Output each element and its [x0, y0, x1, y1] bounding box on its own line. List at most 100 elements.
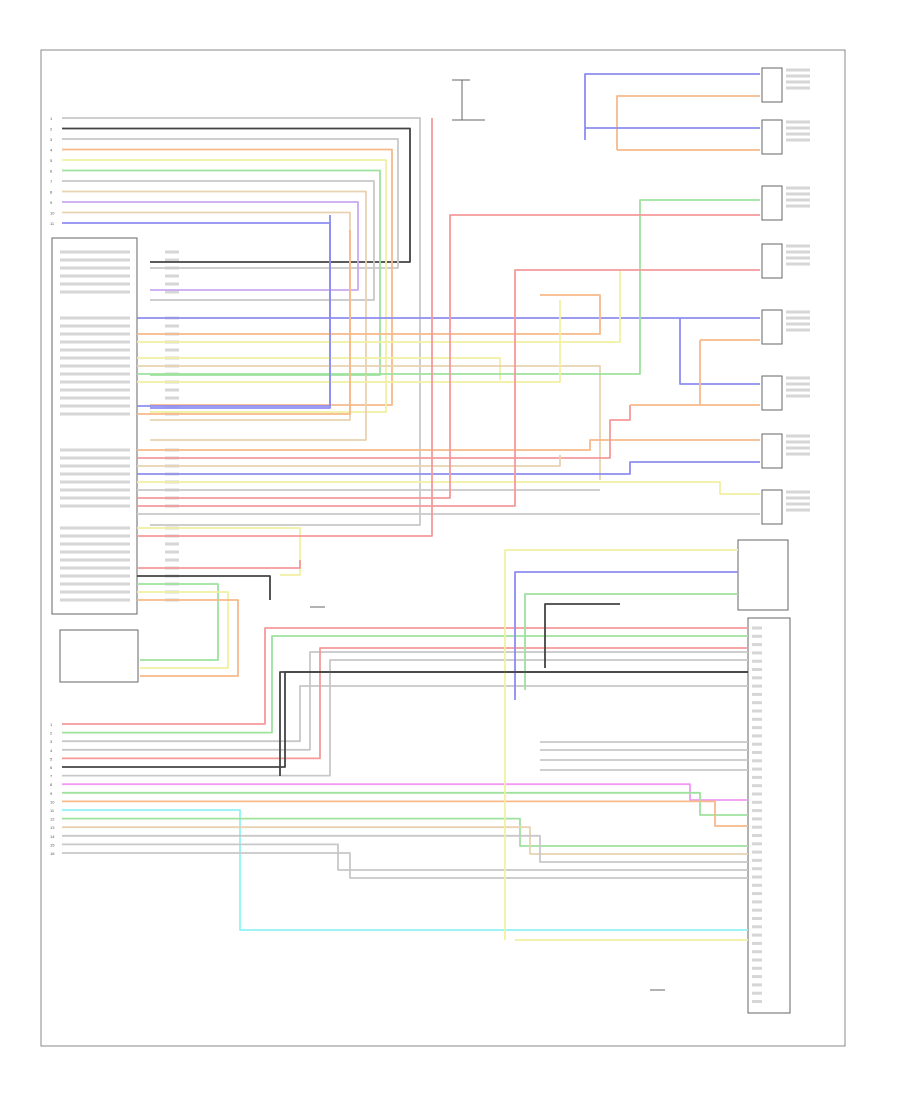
harness-wire-13 — [62, 826, 748, 855]
harness-pin-8: 8 — [50, 782, 53, 787]
speaker-label-stripe-6-4 — [786, 394, 810, 398]
speaker-label-stripe-3-3 — [786, 198, 810, 202]
hu-pin-label-3 — [60, 266, 130, 270]
header-wire-8 — [62, 190, 367, 441]
hu-wire-label-16 — [165, 388, 179, 392]
bt-pin-stripe-23 — [752, 809, 762, 813]
wire-rf-door-blue — [584, 73, 760, 140]
header-wire-4 — [62, 148, 393, 406]
hu-pin-label-8 — [60, 324, 130, 328]
ground-symbols — [310, 606, 665, 991]
harness-wire-3 — [62, 685, 748, 743]
speaker-label-stripe-7-2 — [786, 440, 810, 444]
harness-pin-11: 11 — [50, 808, 55, 813]
hu-pin-label-23 — [60, 472, 130, 476]
speaker-label-stripe-1-4 — [786, 86, 810, 90]
bt-pin-stripe-34 — [752, 900, 762, 904]
speaker-label-stripe-2-3 — [786, 132, 810, 136]
aux-input-connector — [59, 629, 139, 683]
wire-run-orange-414 — [137, 230, 351, 415]
bt-pin-stripe-37 — [752, 925, 762, 929]
speaker-label-stripe-8-1 — [786, 490, 810, 494]
speaker-label-stripe-8-4 — [786, 508, 810, 512]
wires — [62, 73, 760, 941]
harness-pin-13: 13 — [50, 825, 55, 830]
speaker-label-stripe-6-3 — [786, 388, 810, 392]
wire-yellow-528 — [137, 527, 301, 576]
bt-pin-stripe-12 — [752, 717, 762, 721]
speaker-label-stripe-5-3 — [786, 322, 810, 326]
hu-pin-label-16 — [60, 388, 130, 392]
wire-run-blue-406 — [137, 215, 331, 407]
speaker-label-stripe-4-2 — [786, 250, 810, 254]
bt-pin-stripe-4 — [752, 651, 762, 655]
hu-wire-label-8 — [165, 324, 179, 328]
bt-pin-stripe-1 — [752, 626, 762, 630]
bt-pin-stripe-28 — [752, 850, 762, 854]
hu-pin-label-12 — [60, 356, 130, 360]
speaker-label-stripe-5-2 — [786, 316, 810, 320]
speaker-right-rear-door — [761, 185, 783, 221]
wire-steering-green — [524, 593, 738, 690]
bt-pin-stripe-35 — [752, 908, 762, 912]
wire-lf-door-blue — [679, 318, 760, 385]
bt-pin-stripe-24 — [752, 817, 762, 821]
speaker-label-stripe-3-2 — [786, 192, 810, 196]
speaker-label-stripe-2-1 — [786, 120, 810, 124]
bt-pin-stripe-17 — [752, 759, 762, 763]
hu-wire-label-17 — [165, 396, 179, 400]
harness-pin-9: 9 — [50, 791, 53, 796]
harness-wire-10 — [62, 800, 748, 827]
bt-pin-stripe-42 — [752, 966, 762, 970]
harness-wire-12 — [62, 817, 748, 847]
wire-run-tan-466 — [137, 455, 561, 467]
bt-pin-stripe-40 — [752, 950, 762, 954]
hu-pin-label-18 — [60, 404, 130, 408]
hu-pin-label-10 — [60, 340, 130, 344]
hu-wire-label-2 — [165, 258, 179, 262]
bt-pin-stripe-10 — [752, 701, 762, 705]
hu-pin-label-27 — [60, 504, 130, 508]
header-wire-5 — [62, 159, 387, 413]
bt-pin-stripe-29 — [752, 858, 762, 862]
header-wire-1 — [62, 117, 421, 526]
harness-pin-16: 16 — [50, 851, 55, 856]
hu-pin-label-34 — [60, 574, 130, 578]
hu-wire-label-4 — [165, 274, 179, 278]
hu-wire-label-5 — [165, 282, 179, 286]
speaker-label-stripe-3-4 — [786, 204, 810, 208]
speaker-right-front-door — [761, 67, 783, 103]
harness-pin-14: 14 — [50, 834, 55, 839]
speaker-label-stripe-7-4 — [786, 452, 810, 456]
header-pin-10: 10 — [50, 211, 55, 216]
bt-pin-stripe-7 — [752, 676, 762, 680]
header-pin-2: 2 — [50, 127, 53, 132]
bt-pin-stripe-43 — [752, 975, 762, 979]
fuse-relay-symbol — [452, 79, 485, 121]
bt-pin-stripe-36 — [752, 917, 762, 920]
harness-wire-11 — [62, 809, 748, 931]
header-wire-9 — [62, 201, 359, 291]
hu-pin-label-13 — [60, 364, 130, 368]
wire-rf-door-orange — [616, 95, 760, 150]
wire-run-orange-334 — [137, 294, 601, 335]
components — [51, 67, 791, 1014]
header-pin-1: 1 — [50, 116, 53, 121]
bt-pin-stripe-45 — [752, 991, 762, 995]
speaker-label-stripe-8-3 — [786, 502, 810, 506]
bt-pin-stripe-30 — [752, 867, 762, 871]
header-pin-7: 7 — [50, 179, 53, 184]
wire-lr-door-blue — [137, 461, 760, 475]
wire-rr-tweeter-red — [137, 269, 760, 507]
hu-wire-label-11 — [165, 348, 179, 352]
harness-wire-9 — [62, 791, 748, 816]
bt-pin-stripe-13 — [752, 726, 762, 730]
bt-pin-stripe-9 — [752, 692, 762, 696]
bt-pin-stripe-2 — [752, 634, 762, 638]
hu-pin-label-7 — [60, 316, 130, 320]
harness-wire-4 — [62, 651, 748, 751]
wire-aux-green — [137, 583, 219, 661]
hu-pin-label-35 — [60, 582, 130, 586]
speaker-label-stripe-2-4 — [786, 138, 810, 142]
header-wire-6 — [62, 169, 381, 376]
